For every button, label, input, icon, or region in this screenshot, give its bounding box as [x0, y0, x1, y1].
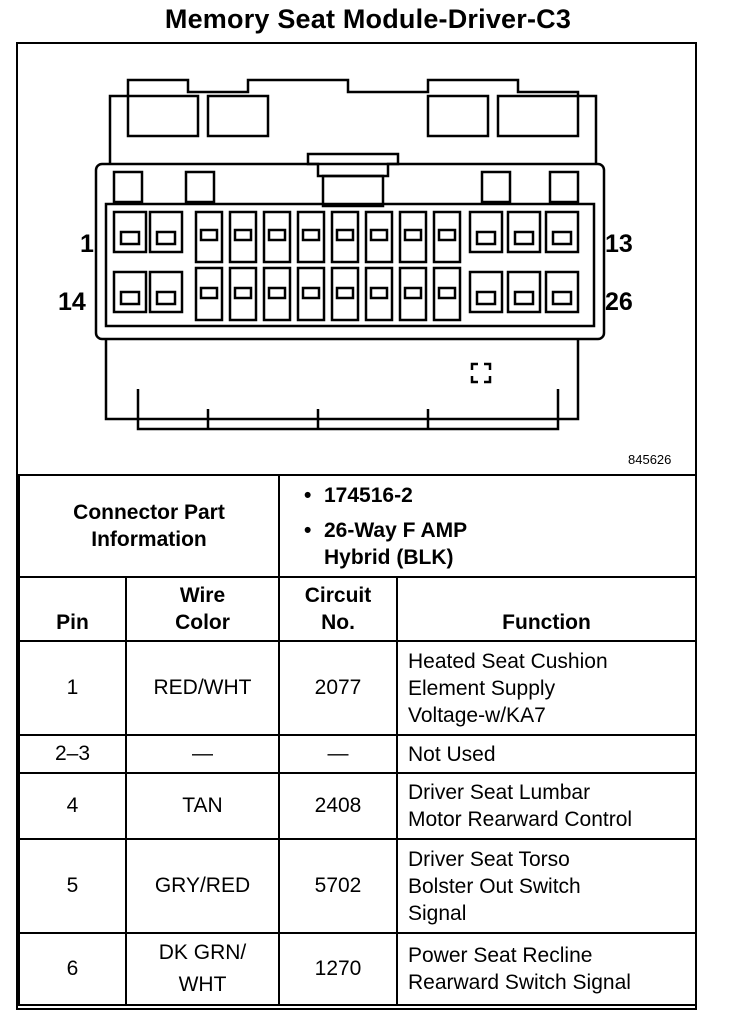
wire-color-cell: GRY/RED	[125, 838, 280, 934]
function-cell: Heated Seat Cushion Element Supply Volta…	[395, 640, 698, 736]
circuit-cell: 5702	[278, 838, 398, 934]
pin-cell: 1	[18, 640, 127, 736]
function-line: Driver Seat Lumbar	[408, 781, 591, 804]
figure-number: 845626	[628, 452, 672, 467]
pin-label-14: 14	[58, 288, 86, 316]
pin-cell: 4	[18, 772, 127, 840]
function-line: Not Used	[408, 742, 496, 766]
wire-color-cell: —	[125, 734, 280, 774]
function-cell: Not Used	[395, 734, 698, 774]
table-row: 2–3 — — Not Used	[18, 734, 698, 774]
connector-diagram	[18, 44, 695, 474]
function-line: Element Supply	[408, 676, 556, 700]
circuit-cell: —	[278, 734, 398, 774]
function-line: Bolster Out Switch	[408, 874, 581, 898]
connector-part-number: 174516-2	[324, 483, 413, 507]
pin-cell: 6	[18, 932, 127, 1006]
circuit-cell: 2077	[278, 640, 398, 736]
header-wire-color-line1: Wire	[179, 584, 226, 607]
function-line: Power Seat Recline	[408, 944, 593, 967]
wire-color-cell: RED/WHT	[125, 640, 280, 736]
function-line: Motor Rearward Control	[408, 808, 633, 831]
connector-info-row: Connector Part Information • 174516-2 • 26…	[18, 474, 698, 578]
pin-label-1: 1	[80, 230, 94, 258]
function-line: Heated Seat Cushion	[408, 649, 608, 673]
connector-drawing	[94, 78, 606, 431]
pinout-table: Connector Part Information • 174516-2 • 26…	[18, 474, 698, 1006]
table-row: 1 RED/WHT 2077 Heated Seat Cushion Eleme…	[18, 640, 698, 736]
table-row: 4 TAN 2408 Driver Seat Lumbar Motor Rear…	[18, 772, 698, 840]
function-line: Voltage-w/KA7	[408, 703, 546, 727]
wire-color-cell: TAN	[125, 772, 280, 840]
function-cell: Power Seat Recline Rearward Switch Signa…	[395, 932, 698, 1006]
header-function: Function	[395, 576, 698, 642]
header-pin: Pin	[18, 576, 127, 642]
table-row: 5 GRY/RED 5702 Driver Seat Torso Bolster…	[18, 838, 698, 934]
header-circuit: Circuit No.	[278, 576, 398, 642]
pin-label-13: 13	[605, 230, 633, 258]
header-wire-color: Wire Color	[125, 576, 280, 642]
bullet-1: •	[304, 483, 312, 507]
table-row: 6 DK GRN/ WHT 1270 Power Seat Recline Re…	[18, 932, 698, 1006]
table-header-row: Pin Wire Color Circuit No. Function	[18, 576, 698, 642]
page-title: Memory Seat Module-Driver-C3	[164, 4, 572, 34]
header-circuit-line1: Circuit	[304, 584, 372, 607]
function-line: Rearward Switch Signal	[408, 971, 631, 994]
connector-description-line1: 26-Way F AMP	[324, 518, 468, 542]
function-line: Signal	[408, 901, 467, 925]
header-wire-color-line2: Color	[175, 611, 230, 634]
wire-color-line: DK GRN/	[158, 941, 247, 964]
connector-info-label-line2: Information	[91, 528, 207, 551]
circuit-cell: 1270	[278, 932, 398, 1006]
connector-info-label-line1: Connector Part	[73, 501, 225, 524]
pin-cell: 5	[18, 838, 127, 934]
bullet-2: •	[304, 518, 312, 542]
function-cell: Driver Seat Lumbar Motor Rearward Contro…	[395, 772, 698, 840]
circuit-cell: 2408	[278, 772, 398, 840]
connector-description-line2: Hybrid (BLK)	[324, 545, 454, 569]
pin-cell: 2–3	[18, 734, 127, 774]
wire-color-cell: DK GRN/ WHT	[125, 932, 280, 1006]
wire-color-line: WHT	[178, 973, 227, 996]
pin-label-26: 26	[605, 288, 633, 316]
connector-info-label: Connector Part Information	[18, 474, 280, 578]
function-line: Driver Seat Torso	[408, 847, 570, 871]
header-circuit-line2: No.	[321, 611, 355, 634]
function-cell: Driver Seat Torso Bolster Out Switch Sig…	[395, 838, 698, 934]
connector-info-values: • 174516-2 • 26-Way F AMP Hybrid (BLK)	[277, 474, 698, 578]
